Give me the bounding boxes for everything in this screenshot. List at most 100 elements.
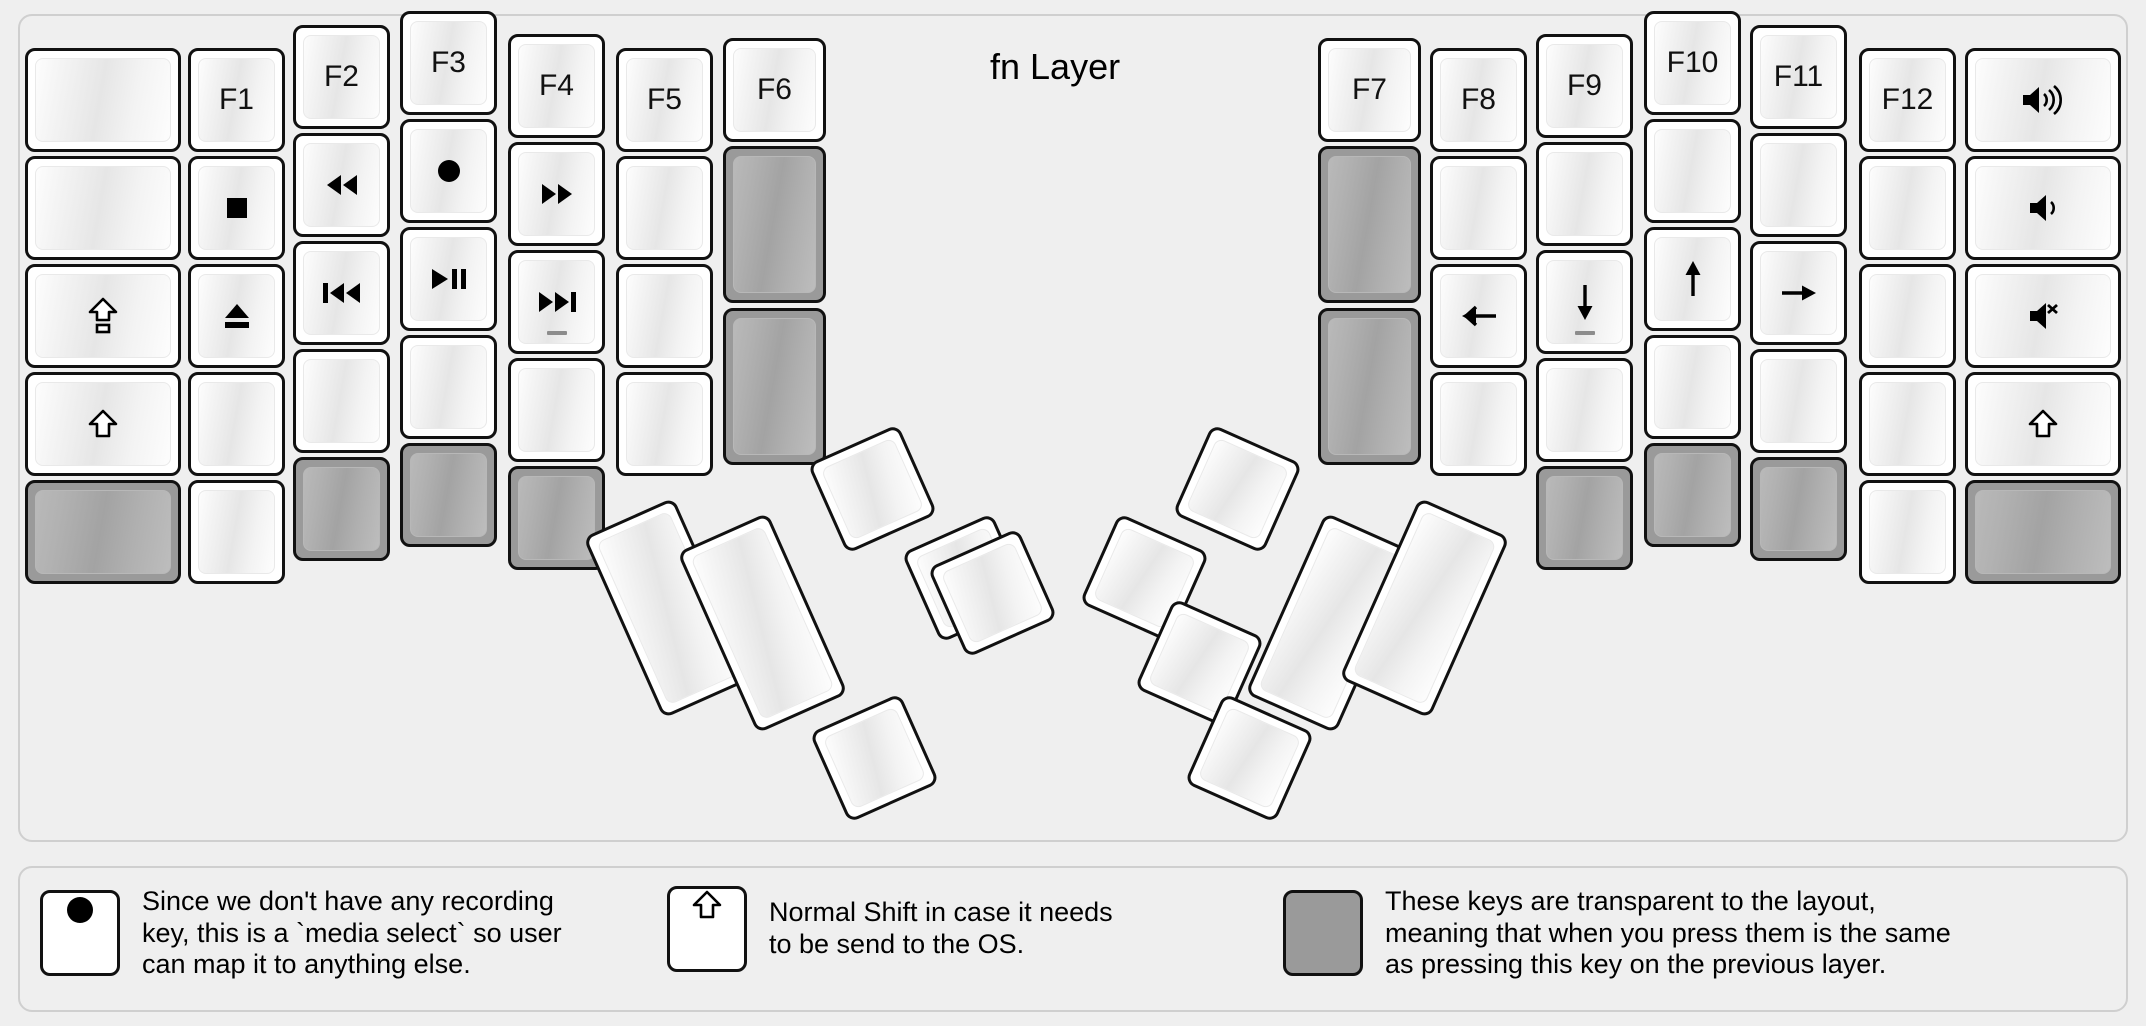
left-pinky-outer-key-1[interactable]: [25, 48, 181, 152]
right-ring-key-3[interactable]: [1750, 241, 1847, 345]
right-ring-key-5[interactable]: [1750, 457, 1847, 561]
keycap-face: [1869, 274, 1946, 358]
left-index-key-2[interactable]: [508, 142, 605, 246]
left-ring-key-3[interactable]: [293, 241, 390, 345]
left-middle-key-5[interactable]: [400, 443, 497, 547]
right-pinky-key-2[interactable]: [1859, 156, 1956, 260]
right-inner-key-2[interactable]: [1318, 146, 1421, 303]
right-index-inner-key-4[interactable]: [1430, 372, 1527, 476]
keycap-face: [733, 156, 816, 293]
left-pinky-outer-key-2[interactable]: [25, 156, 181, 260]
left-index-inner-key-2[interactable]: [616, 156, 713, 260]
right-pinky-outer-key-4[interactable]: [1965, 372, 2121, 476]
keycap-face: F12: [1869, 58, 1946, 142]
left-inner-key-3[interactable]: [723, 308, 826, 465]
keycap-face: F7: [1328, 48, 1411, 132]
keycap-face: [1654, 345, 1731, 429]
right-middle-key-5[interactable]: [1644, 443, 1741, 547]
right-pinky-outer-key-3[interactable]: [1965, 264, 2121, 368]
right-middle-key-4[interactable]: [1644, 335, 1741, 439]
keycap-face: [303, 143, 380, 227]
media-prev-track-icon: [320, 280, 364, 306]
right-pinky-outer-key-1[interactable]: [1965, 48, 2121, 152]
left-ring-key-1[interactable]: F2: [293, 25, 390, 129]
keycap-face: [518, 476, 595, 560]
left-pinky-key-1[interactable]: F1: [188, 48, 285, 152]
left-pinky-key-3[interactable]: [188, 264, 285, 368]
left-index-key-3[interactable]: [508, 250, 605, 354]
page-title: fn Layer: [990, 46, 1121, 87]
arrow-left-icon: [1458, 302, 1500, 330]
keycap-face: [820, 437, 925, 541]
left-ring-key-5[interactable]: [293, 457, 390, 561]
left-inner-key-1[interactable]: F6: [723, 38, 826, 142]
right-middle-key-3[interactable]: [1644, 227, 1741, 331]
keycap-face: [1546, 260, 1623, 344]
key-label: F2: [323, 60, 359, 93]
key-label: F11: [1773, 60, 1824, 93]
record-dot-icon: [43, 893, 117, 927]
left-index-inner-key-1[interactable]: F5: [616, 48, 713, 152]
keycap-face: [626, 166, 703, 250]
arrow-down-icon: [1571, 281, 1599, 323]
right-inner-key-3[interactable]: [1318, 308, 1421, 465]
keycap-face: F5: [626, 58, 703, 142]
left-middle-key-3[interactable]: [400, 227, 497, 331]
right-middle-key-1[interactable]: F10: [1644, 11, 1741, 115]
right-index-key-5[interactable]: [1536, 466, 1633, 570]
legend-text-record: Since we don't have any recording key, t…: [142, 886, 562, 980]
left-ring-key-2[interactable]: [293, 133, 390, 237]
left-pinky-outer-key-5[interactable]: [25, 480, 181, 584]
right-pinky-outer-key-5[interactable]: [1965, 480, 2121, 584]
right-index-key-2[interactable]: [1536, 142, 1633, 246]
keycap-face: [1975, 382, 2111, 466]
right-pinky-key-5[interactable]: [1859, 480, 1956, 584]
legend-item-record: Since we don't have any recording key, t…: [40, 886, 562, 981]
left-pinky-outer-key-3[interactable]: [25, 264, 181, 368]
left-inner-key-2[interactable]: [723, 146, 826, 303]
left-pinky-key-5[interactable]: [188, 480, 285, 584]
right-pinky-outer-key-2[interactable]: [1965, 156, 2121, 260]
right-index-key-4[interactable]: [1536, 358, 1633, 462]
left-pinky-key-2[interactable]: [188, 156, 285, 260]
keycap-face: [1869, 166, 1946, 250]
homing-bar-indicator: [546, 331, 567, 335]
right-middle-key-2[interactable]: [1644, 119, 1741, 223]
keycap-face: [198, 490, 275, 574]
keycap-face: [518, 260, 595, 344]
right-inner-key-1[interactable]: F7: [1318, 38, 1421, 142]
legend-key-shift: [667, 886, 747, 972]
keycap-face: [733, 318, 816, 455]
key-label: F9: [1566, 69, 1602, 102]
left-pinky-key-4[interactable]: [188, 372, 285, 476]
keycap-face: [1654, 129, 1731, 213]
left-middle-key-1[interactable]: F3: [400, 11, 497, 115]
right-index-key-1[interactable]: F9: [1536, 34, 1633, 138]
keycap-face: [1328, 156, 1411, 293]
legend-key-record: [40, 890, 120, 977]
legend-panel: [18, 866, 2128, 1012]
left-pinky-outer-key-4[interactable]: [25, 372, 181, 476]
left-middle-key-4[interactable]: [400, 335, 497, 439]
right-index-inner-key-3[interactable]: [1430, 264, 1527, 368]
keycap-face: [1975, 274, 2111, 358]
left-index-key-1[interactable]: F4: [508, 34, 605, 138]
left-middle-key-2[interactable]: [400, 119, 497, 223]
right-index-key-3[interactable]: [1536, 250, 1633, 354]
right-ring-key-2[interactable]: [1750, 133, 1847, 237]
keycap-face: F11: [1760, 35, 1837, 119]
right-pinky-key-4[interactable]: [1859, 372, 1956, 476]
left-index-inner-key-4[interactable]: [616, 372, 713, 476]
right-ring-key-1[interactable]: F11: [1750, 25, 1847, 129]
left-index-key-4[interactable]: [508, 358, 605, 462]
right-index-inner-key-1[interactable]: F8: [1430, 48, 1527, 152]
left-index-inner-key-3[interactable]: [616, 264, 713, 368]
left-ring-key-4[interactable]: [293, 349, 390, 453]
right-pinky-key-1[interactable]: F12: [1859, 48, 1956, 152]
right-index-inner-key-2[interactable]: [1430, 156, 1527, 260]
keycap-face: F8: [1440, 58, 1517, 142]
right-pinky-key-3[interactable]: [1859, 264, 1956, 368]
right-ring-key-4[interactable]: [1750, 349, 1847, 453]
keycap-face: [1975, 490, 2111, 574]
keycap-face: [35, 166, 171, 250]
